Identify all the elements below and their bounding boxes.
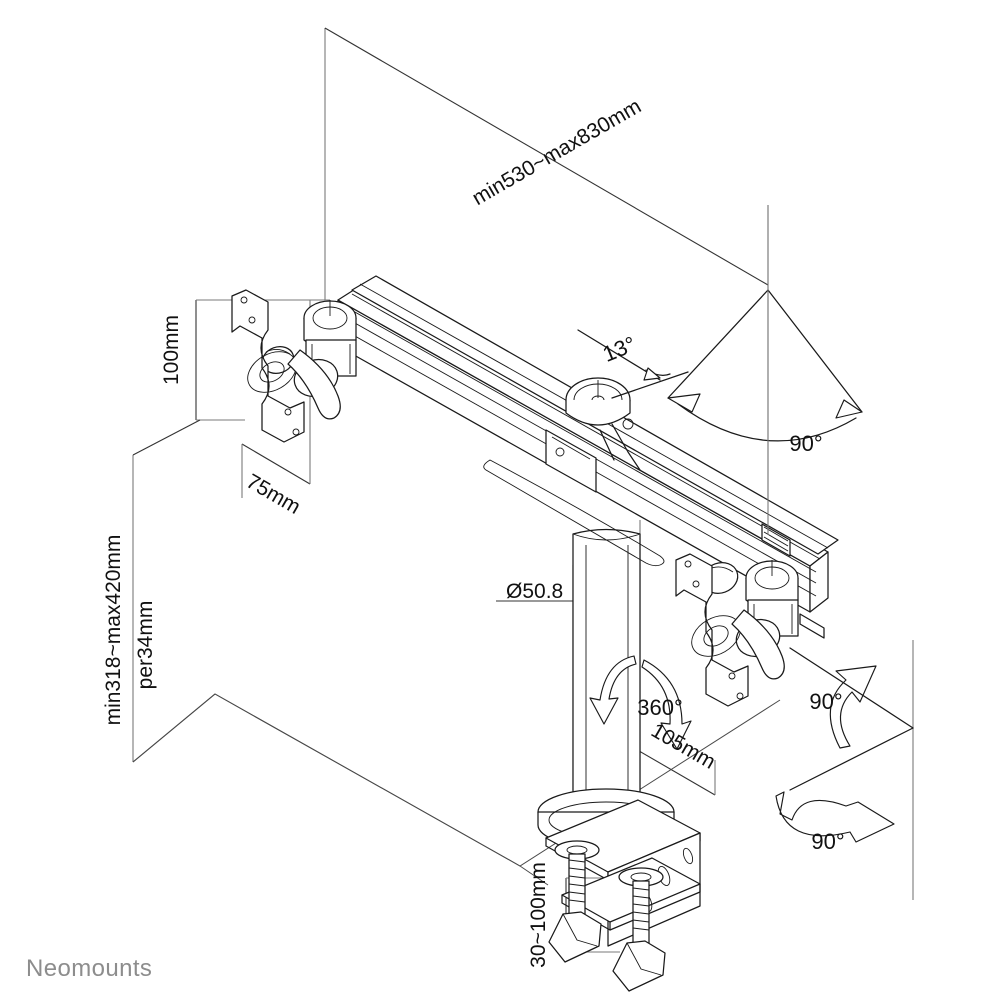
swivel-fan-top [667,205,863,535]
desk-surface [132,693,781,886]
brand-logo: Neomounts [26,955,153,982]
tilt-angle-mark [577,329,689,399]
label-clamp-range: 30~100mm [527,862,550,968]
label-height-step: per34mm [134,601,157,690]
swivel-arrow-head-upper [789,647,914,791]
tilt-knob-top [565,377,641,471]
label-rotate-pole: 360° [637,695,683,720]
label-height-range: min318~max420mm [102,535,125,726]
swivel-arrow-head-lower [775,791,895,843]
rotation-arrows-360 [589,655,692,750]
label-tilt-angle: 13° [599,331,639,367]
label-reach: min530~max830mm [468,95,645,210]
monitor-head-left [231,289,357,443]
label-swivel-head-lower: 90° [811,829,844,854]
label-vesa-height: 100mm [160,315,183,385]
label-vesa-width: 75mm [242,470,304,519]
label-swivel-top: 90° [789,431,822,456]
monitor-head-right [675,553,825,707]
label-swivel-head-upper: 90° [809,689,842,714]
clamp-screws [548,840,666,992]
label-pole-diameter: Ø50.8 [506,580,563,603]
